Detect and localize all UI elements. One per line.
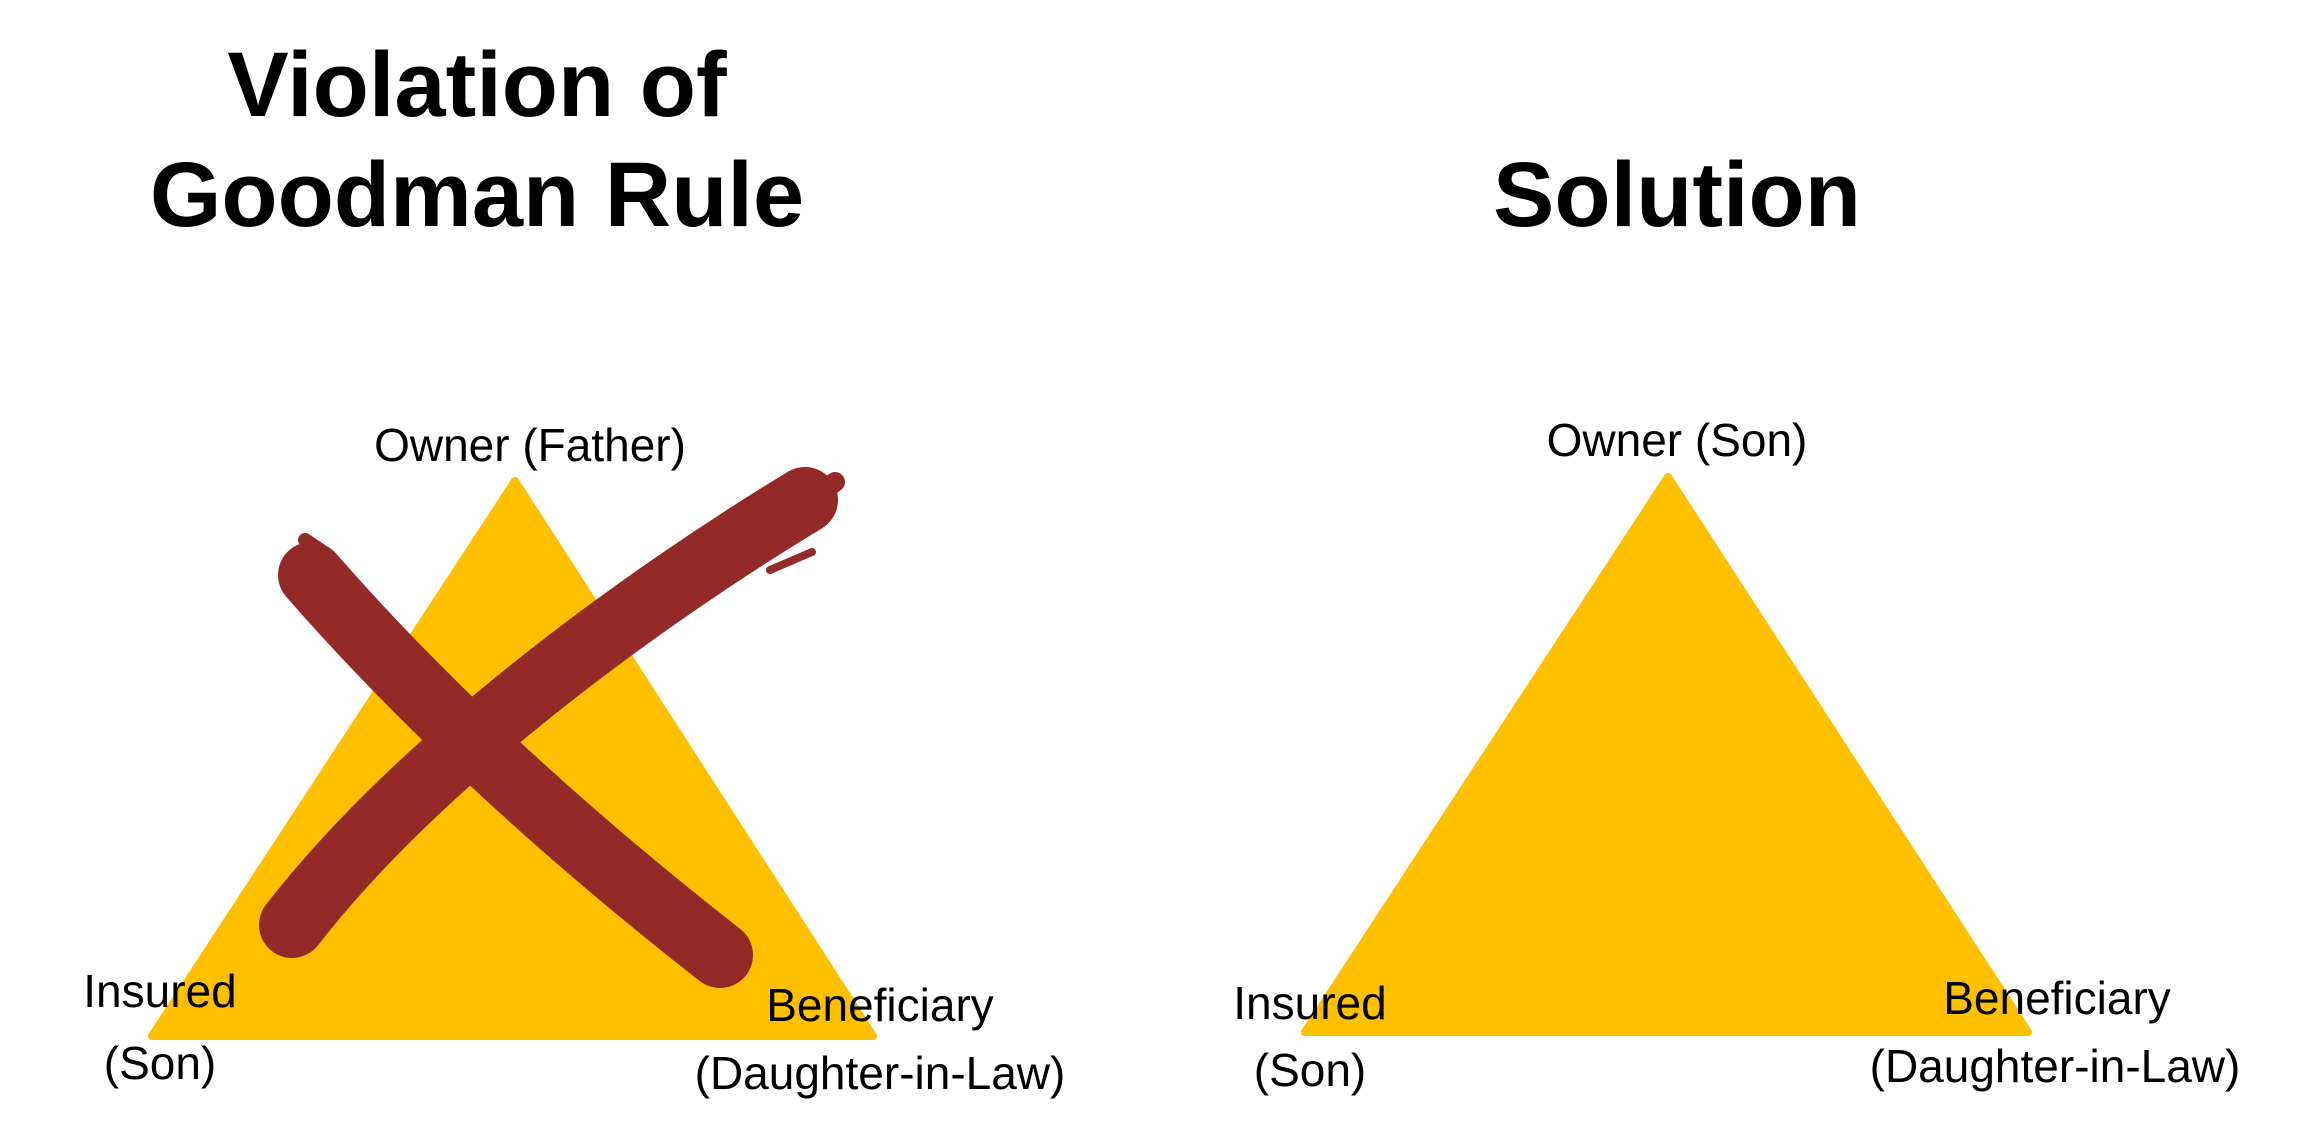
left-title-line2: Goodman Rule xyxy=(149,144,805,246)
right-beneficiary-label: Beneficiary xyxy=(1943,972,2171,1024)
cross-out-x-icon xyxy=(259,467,845,988)
right-title: Solution xyxy=(1493,144,1861,246)
right-triangle xyxy=(1301,473,2032,1036)
left-owner-label: Owner (Father) xyxy=(374,419,686,471)
left-insured-label: Insured xyxy=(83,965,237,1017)
right-beneficiary-sub-label: (Daughter-in-Law) xyxy=(1869,1040,2241,1092)
right-insured-label: Insured xyxy=(1233,977,1387,1029)
left-beneficiary-label: Beneficiary xyxy=(766,979,994,1031)
right-owner-label: Owner (Son) xyxy=(1546,414,1808,466)
left-insured-sub-label: (Son) xyxy=(103,1037,217,1089)
right-insured-sub-label: (Son) xyxy=(1253,1044,1367,1096)
left-beneficiary-sub-label: (Daughter-in-Law) xyxy=(694,1047,1066,1099)
left-title-line1: Violation of xyxy=(227,34,727,136)
